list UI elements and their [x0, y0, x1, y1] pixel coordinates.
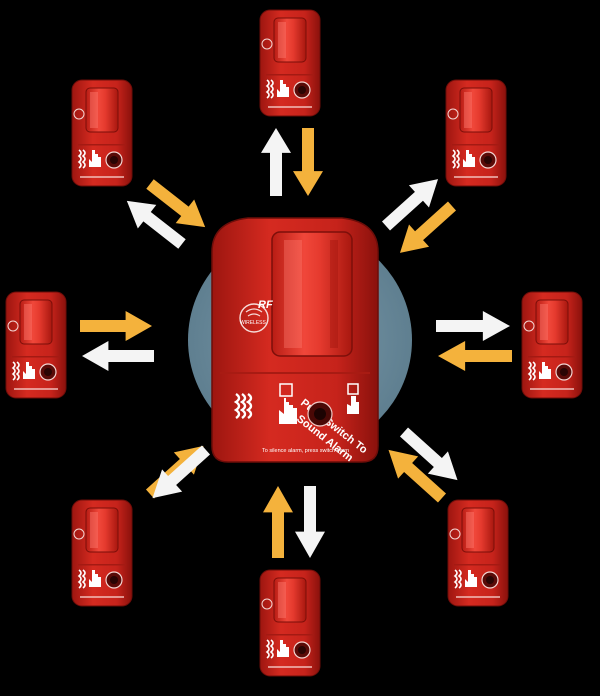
arrow-right-outgoing-icon [436, 311, 511, 341]
satellite-unit-top [259, 9, 321, 117]
arrow-bottom-incoming-icon [263, 486, 293, 558]
arrow-top-incoming-icon [293, 128, 323, 196]
beacon-lens [271, 231, 353, 357]
brand-label: RF [258, 299, 273, 311]
satellite-unit-top-left [71, 79, 133, 187]
alarm-button-icon [307, 401, 333, 427]
arrow-left-incoming-icon [80, 311, 153, 341]
arrow-right-incoming-icon [437, 341, 512, 371]
central-alarm-unit: RF WIRELESS Push Switch To Sound Alarm T… [211, 217, 379, 464]
satellite-unit-left [5, 291, 67, 399]
arrow-bottom-left-outgoing-icon [152, 445, 211, 499]
arrow-top-outgoing-icon [261, 128, 291, 196]
signal-arrows [80, 128, 512, 558]
satellite-unit-top-right [445, 79, 507, 187]
brand-sub-label: WIRELESS [240, 320, 267, 326]
arrow-top-left-incoming-icon [146, 179, 206, 228]
arrow-bottom-outgoing-icon [295, 486, 325, 558]
footer-note: To silence alarm, press switch / turn [262, 448, 349, 454]
arrow-bottom-right-outgoing-icon [399, 427, 458, 481]
arrow-top-right-incoming-icon [399, 201, 457, 253]
arrow-bottom-right-incoming-icon [388, 449, 447, 503]
satellite-unit-bottom [259, 569, 321, 677]
arrow-left-outgoing-icon [81, 341, 154, 371]
wireless-logo-icon [239, 303, 269, 333]
satellite-unit-right [521, 291, 583, 399]
flame-icon [233, 393, 253, 419]
arrow-top-left-outgoing-icon [126, 200, 186, 249]
hand-press-icon [279, 383, 359, 424]
satellite-unit-bottom-left [71, 499, 133, 607]
satellite-unit-bottom-right [447, 499, 509, 607]
arrow-top-right-outgoing-icon [381, 179, 439, 231]
